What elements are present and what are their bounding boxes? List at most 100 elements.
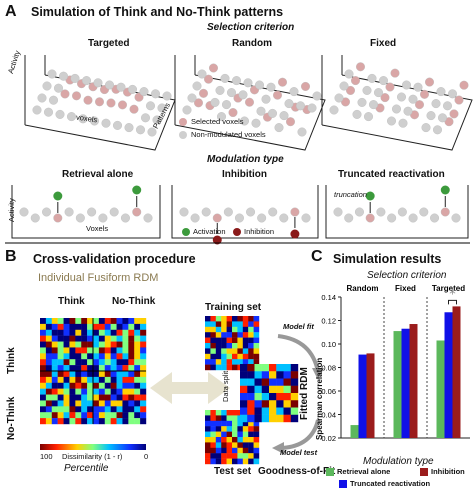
nonmodulated-voxel <box>392 104 402 114</box>
selected-voxel <box>132 207 142 217</box>
legend-nonmod-dot <box>179 131 187 139</box>
selected-voxel <box>83 95 93 105</box>
panel-b-title: Cross-validation procedure <box>33 252 196 266</box>
nonmodulated-voxel <box>44 107 54 117</box>
selected-voxel <box>440 207 450 217</box>
nonmodulated-voxel <box>98 213 108 223</box>
y-tick-label: 0.12 <box>321 317 336 326</box>
nonmodulated-voxel <box>403 106 413 116</box>
nonmodulated-voxel <box>109 207 119 217</box>
nonmodulated-voxel <box>246 207 256 217</box>
nonmodulated-voxel <box>104 80 114 90</box>
nonmodulated-voxel <box>231 76 241 86</box>
nonmodulated-voxel <box>215 85 225 95</box>
nonmodulated-voxel <box>19 207 29 217</box>
selected-voxel <box>380 93 390 103</box>
nonmodulated-voxel <box>112 120 122 130</box>
mod-truncated-label: Truncated reactivation <box>338 169 445 180</box>
nonmodulated-voxel <box>32 105 42 115</box>
nonmodulated-voxel <box>274 123 284 133</box>
criterion-random: Random <box>232 38 272 49</box>
nonmodulated-voxel <box>197 69 207 79</box>
nonmodulated-voxel <box>297 127 307 137</box>
training-set-label: Training set <box>205 302 262 313</box>
model-test-label: Model test <box>280 448 318 457</box>
nonmodulated-voxel <box>221 100 231 110</box>
nonmodulated-voxel <box>362 85 372 95</box>
nonmodulated-voxel <box>426 111 436 121</box>
selected-voxel <box>193 98 203 108</box>
legend-activation-dot <box>182 228 190 236</box>
nonmodulated-voxel <box>398 118 408 128</box>
nonmodulated-voxel <box>419 207 429 217</box>
chart-xlabel: Modulation type <box>363 456 434 467</box>
individual-fusiform-rdm <box>40 318 147 425</box>
legend-truncated-swatch <box>339 480 347 488</box>
nonmodulated-voxel <box>75 213 85 223</box>
nonmodulated-voxel <box>81 76 91 86</box>
selected-voxel <box>356 62 366 72</box>
nonmodulated-voxel <box>54 83 64 93</box>
nonmodulated-voxel <box>312 91 322 101</box>
rdm-think-top: Think <box>58 296 85 307</box>
inhibition-voxel <box>212 235 222 245</box>
selected-voxel <box>198 88 208 98</box>
nonmodulated-voxel <box>157 103 167 113</box>
nonmodulated-voxel <box>296 101 306 111</box>
category-label: Targeted <box>432 284 465 293</box>
nonmodulated-voxel <box>251 118 261 128</box>
nonmodulated-voxel <box>47 69 57 79</box>
selected-voxel <box>346 85 356 95</box>
selected-voxel <box>278 77 288 87</box>
nonmodulated-voxel <box>239 116 249 126</box>
legend-selected-text: Selected voxels <box>191 117 244 126</box>
activation-voxel <box>440 185 450 195</box>
selected-voxel <box>203 74 213 84</box>
y-tick-label: 0.04 <box>321 411 336 420</box>
nonmodulated-voxel <box>257 213 267 223</box>
training-set-rdm <box>205 316 260 371</box>
nonmodulated-voxel <box>93 78 103 88</box>
nonmodulated-voxel <box>379 76 389 86</box>
selected-voxel <box>415 100 425 110</box>
nonmodulated-voxel <box>201 207 211 217</box>
category-label: Fixed <box>395 284 416 293</box>
nonmodulated-voxel <box>55 109 65 119</box>
selected-voxel <box>273 90 283 100</box>
rdm-title: Individual Fusiform RDM <box>38 272 159 284</box>
nonmodulated-voxel <box>266 82 276 92</box>
nonmodulated-voxel <box>124 123 134 133</box>
colorbar-tick-right: 0 <box>144 452 149 461</box>
bar-truncated-reactivation <box>444 312 453 438</box>
panel-c-letter: C <box>311 248 323 265</box>
nonmodulated-voxel <box>49 95 59 105</box>
nonmodulated-voxel <box>87 207 97 217</box>
nonmodulated-voxel <box>64 207 74 217</box>
nonmodulated-voxel <box>147 127 157 137</box>
bar-retrieval-alone <box>350 425 359 438</box>
nonmodulated-voxel <box>226 88 236 98</box>
nonmodulated-voxel <box>30 213 40 223</box>
nonmodulated-voxel <box>357 97 367 107</box>
selected-voxel <box>244 97 254 107</box>
legend-inhibition-text: Inhibition <box>244 227 275 236</box>
nonmodulated-voxel <box>152 115 162 125</box>
nonmodulated-voxel <box>408 94 418 104</box>
selected-voxel <box>53 213 63 223</box>
nonmodulated-voxel <box>139 87 149 97</box>
nonmodulated-voxel <box>413 82 423 92</box>
criterion-fixed: Fixed <box>370 38 397 49</box>
percentile-label: Percentile <box>64 463 109 474</box>
nonmodulated-voxel <box>374 88 384 98</box>
nonmodulated-voxel <box>443 101 453 111</box>
selected-voxel <box>351 76 361 86</box>
nonmodulated-voxel <box>421 123 431 133</box>
fitted-rdm <box>240 364 299 423</box>
selected-voxel <box>365 213 375 223</box>
nonmodulated-voxel <box>402 80 412 90</box>
nonmodulated-voxel <box>116 82 126 92</box>
nonmodulated-voxel <box>438 113 448 123</box>
nonmodulated-voxel <box>408 213 418 223</box>
